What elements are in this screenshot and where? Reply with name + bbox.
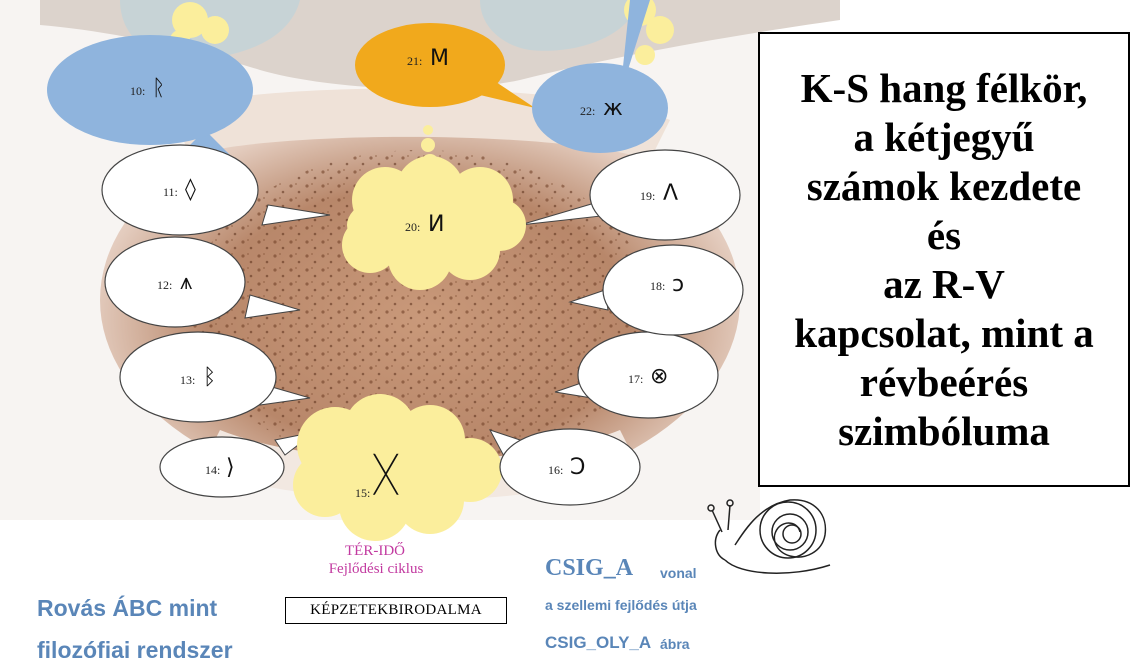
kepzetek-birodalma-box: KÉPZETEKBIRODALMA — [285, 597, 507, 624]
csig-a-vonal: vonal — [660, 565, 697, 581]
bubble-glyph: ж — [603, 96, 623, 121]
bubble-glyph: ⟩ — [226, 455, 235, 480]
bubble-num: 15: — [355, 486, 370, 500]
bubble-22: 22: ж — [532, 63, 668, 153]
bubble-glyph: Ɔ — [570, 455, 585, 480]
csig-a-label: CSIG_A — [545, 555, 633, 582]
csig-oly-abra: ábra — [660, 636, 690, 652]
rovas-abc-line1: Rovás ÁBC mint — [37, 595, 217, 622]
bubble-glyph: Λ — [663, 181, 678, 206]
bubble-glyph: И — [428, 212, 444, 237]
bubble-num: 22: — [580, 104, 595, 118]
bubble-glyph: ᚱ — [152, 76, 165, 101]
bubble-num: 10: — [130, 84, 145, 98]
bubble-glyph: M — [430, 46, 449, 71]
bubble-num: 14: — [205, 463, 220, 477]
bubble-glyph: ᚷ — [372, 447, 400, 501]
bubble-glyph: ↄ — [672, 272, 684, 297]
fejlodesi-ciklus-label: Fejlődési ciklus — [296, 561, 456, 578]
szellemi-fejlodes-label: a szellemi fejlődés útja — [545, 597, 697, 613]
kepzetek-label: KÉPZETEKBIRODALMA — [310, 602, 482, 619]
rovas-abc-line2: filozófiai rendszer — [37, 637, 233, 664]
bubble-num: 18: — [650, 279, 665, 293]
title-box: K-S hang félkör, a kétjegyű számok kezde… — [758, 32, 1130, 487]
bubble-num: 13: — [180, 373, 195, 387]
bubble-num: 20: — [405, 220, 420, 234]
bubble-num: 11: — [163, 185, 178, 199]
bubble-glyph: ⩚ — [180, 270, 192, 295]
ter-ido-label: TÉR-IDŐ — [330, 543, 420, 559]
bubble-num: 16: — [548, 463, 563, 477]
bubble-glyph: ᛒ — [203, 365, 216, 390]
bubble-num: 19: — [640, 189, 655, 203]
bubble-num: 12: — [157, 278, 172, 292]
title-text: K-S hang félkör, a kétjegyű számok kezde… — [788, 60, 1100, 460]
bubble-glyph: ⊗ — [650, 364, 668, 389]
bubble-glyph: ◊ — [185, 177, 196, 202]
bubble-num: 17: — [628, 372, 643, 386]
bubble-num: 21: — [407, 54, 422, 68]
csig-oly-a-label: CSIG_OLY_A — [545, 633, 651, 653]
